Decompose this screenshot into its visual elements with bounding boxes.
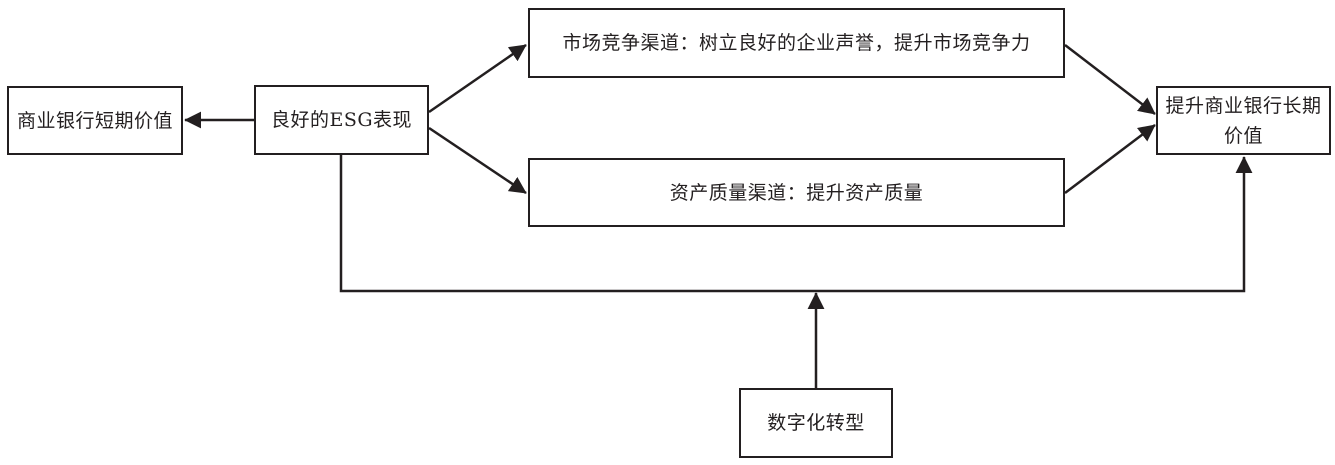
arrow-esg-to-asset-channel bbox=[428, 126, 527, 195]
digital-transformation-label: 数字化转型 bbox=[767, 412, 865, 434]
long-term-value-label: 提升商业银行长期价值 bbox=[1165, 94, 1322, 147]
arrow-esg-to-market-channel bbox=[428, 43, 527, 114]
short-term-value-label: 商业银行短期价值 bbox=[16, 109, 173, 132]
long-term-value-box: 提升商业银行长期价值 bbox=[1156, 86, 1331, 155]
arrow-esg-bottom-path-to-long-term bbox=[339, 155, 1253, 293]
arrow-market-to-long-term bbox=[1064, 44, 1156, 115]
esg-performance-label: 良好的ESG表现 bbox=[270, 109, 413, 131]
arrow-asset-to-long-term bbox=[1064, 124, 1156, 194]
asset-quality-channel-box: 资产质量渠道：提升资产质量 bbox=[528, 158, 1065, 227]
esg-performance-box: 良好的ESG表现 bbox=[254, 85, 429, 155]
market-competition-channel-box: 市场竞争渠道：树立良好的企业声誉，提升市场竞争力 bbox=[528, 8, 1065, 78]
digital-transformation-box: 数字化转型 bbox=[739, 388, 893, 458]
asset-quality-channel-label: 资产质量渠道：提升资产质量 bbox=[669, 181, 924, 204]
market-competition-channel-label: 市场竞争渠道：树立良好的企业声誉，提升市场竞争力 bbox=[562, 32, 1031, 54]
short-term-value-box: 商业银行短期价值 bbox=[7, 86, 183, 155]
